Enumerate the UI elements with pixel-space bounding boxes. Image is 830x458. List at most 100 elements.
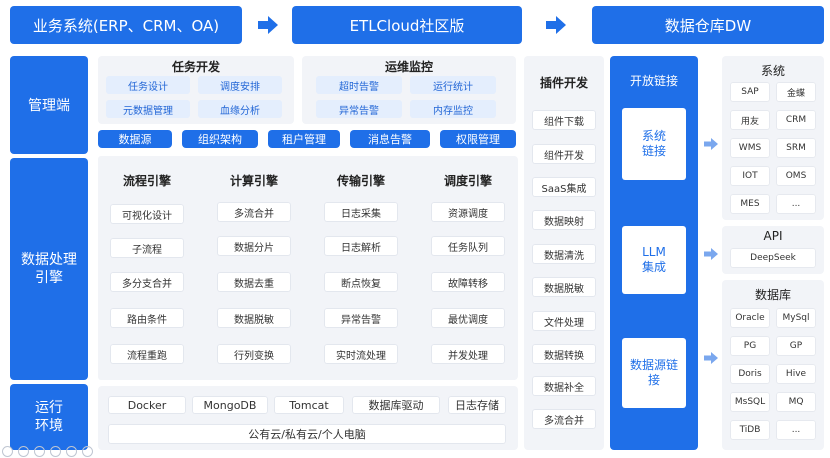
redo-icon[interactable] — [18, 446, 29, 457]
engine-item[interactable]: 日志解析 — [324, 236, 398, 256]
runtime-item[interactable]: Tomcat — [274, 396, 344, 414]
plugin-item[interactable]: 文件处理 — [532, 311, 596, 331]
engine-item[interactable]: 数据去重 — [217, 272, 291, 292]
cloud-bar[interactable]: 公有云/私有云/个人电脑 — [108, 424, 506, 444]
system-item[interactable]: 用友 — [730, 110, 770, 130]
toolbar-icons — [2, 446, 93, 457]
engine-label: 数据处理 引擎 — [10, 158, 88, 380]
ops-monitor-item[interactable]: 异常告警 — [316, 100, 402, 118]
system-item[interactable]: 金蝶 — [776, 82, 816, 102]
engine-item[interactable]: 路由条件 — [110, 308, 184, 328]
system-item[interactable]: MES — [730, 194, 770, 214]
engine-item[interactable]: 实时流处理 — [324, 344, 398, 364]
plugin-item[interactable]: SaaS集成 — [532, 177, 596, 197]
task-dev-title: 任务开发 — [171, 60, 220, 74]
engine-item[interactable]: 故障转移 — [431, 272, 505, 292]
mgmt-bar-item[interactable]: 租户管理 — [268, 130, 340, 148]
task-dev-item[interactable]: 血缘分析 — [198, 100, 282, 118]
system-item[interactable]: IOT — [730, 166, 770, 186]
plugin-item[interactable]: 数据转换 — [532, 344, 596, 364]
mgmt-bar-item[interactable]: 组织架构 — [182, 130, 258, 148]
database-item[interactable]: MySql — [776, 308, 816, 328]
engine-item[interactable]: 异常告警 — [324, 308, 398, 328]
database-item[interactable]: ... — [776, 420, 816, 440]
zoom-in-icon[interactable] — [66, 446, 77, 457]
engine-item[interactable]: 多流合并 — [217, 202, 291, 222]
database-item[interactable]: MQ — [776, 392, 816, 412]
system-item[interactable]: SRM — [776, 138, 816, 158]
database-item[interactable]: MsSQL — [730, 392, 770, 412]
engine-title: 传输引擎 — [336, 174, 385, 188]
api-item[interactable]: DeepSeek — [730, 248, 816, 268]
databases-panel: 数据库 Oracle MySql PG GP Doris Hive MsSQL … — [722, 280, 824, 450]
system-link-block[interactable]: 系统 链接 — [622, 108, 686, 180]
open-link-title: 开放链接 — [629, 74, 678, 88]
plugin-item[interactable]: 数据补全 — [532, 376, 596, 396]
system-item[interactable]: SAP — [730, 82, 770, 102]
engine-title: 计算引擎 — [229, 174, 278, 188]
plugin-item[interactable]: 数据脱敏 — [532, 277, 596, 297]
task-dev-item[interactable]: 任务设计 — [106, 76, 190, 94]
engine-item[interactable]: 子流程 — [110, 238, 184, 258]
task-dev-item[interactable]: 调度安排 — [198, 76, 282, 94]
system-item[interactable]: ... — [776, 194, 816, 214]
source-systems-banner: 业务系统(ERP、CRM、OA) — [10, 6, 242, 44]
ops-monitor-panel: 运维监控 超时告警 运行统计 异常告警 内存监控 — [302, 56, 516, 124]
runtime-label: 运行 环境 — [10, 384, 88, 450]
ops-monitor-item[interactable]: 内存监控 — [410, 100, 496, 118]
plugin-item[interactable]: 多流合并 — [532, 409, 596, 429]
llm-integration-line1: LLM — [642, 245, 666, 259]
plugin-item[interactable]: 组件开发 — [532, 144, 596, 164]
engine-item[interactable]: 多分支合并 — [110, 272, 184, 292]
system-link-line2: 链接 — [641, 144, 666, 158]
fullscreen-icon[interactable] — [82, 446, 93, 457]
system-item[interactable]: CRM — [776, 110, 816, 130]
mgmt-bar-item[interactable]: 权限管理 — [440, 130, 516, 148]
schedule-engine-card: 调度引擎 资源调度 任务队列 故障转移 最优调度 并发处理 — [419, 156, 517, 380]
image-icon[interactable] — [50, 446, 61, 457]
arrow-right-icon — [258, 16, 278, 34]
engine-item[interactable]: 可视化设计 — [110, 204, 184, 224]
plugin-item[interactable]: 数据清洗 — [532, 244, 596, 264]
etlcloud-banner: ETLCloud社区版 — [292, 6, 522, 44]
ops-monitor-item[interactable]: 超时告警 — [316, 76, 402, 94]
task-dev-item[interactable]: 元数据管理 — [106, 100, 190, 118]
undo-icon[interactable] — [2, 446, 13, 457]
datasource-link-block[interactable]: 数据源链 接 — [622, 338, 686, 408]
download-icon[interactable] — [34, 446, 45, 457]
llm-integration-block[interactable]: LLM 集成 — [622, 226, 686, 294]
plugin-item[interactable]: 数据映射 — [532, 210, 596, 230]
system-item[interactable]: OMS — [776, 166, 816, 186]
engine-item[interactable]: 任务队列 — [431, 236, 505, 256]
open-link-panel: 开放链接 系统 链接 LLM 集成 数据源链 接 — [610, 56, 698, 450]
engine-item[interactable]: 行列变换 — [217, 344, 291, 364]
mgmt-bar-item[interactable]: 数据源 — [98, 130, 172, 148]
database-item[interactable]: Oracle — [730, 308, 770, 328]
engine-item[interactable]: 数据分片 — [217, 236, 291, 256]
databases-title: 数据库 — [754, 288, 791, 302]
engine-item[interactable]: 最优调度 — [431, 308, 505, 328]
ops-monitor-item[interactable]: 运行统计 — [410, 76, 496, 94]
engine-label-line2: 引擎 — [35, 270, 63, 286]
data-warehouse-banner: 数据仓库DW — [592, 6, 824, 44]
runtime-item[interactable]: 日志存储 — [448, 396, 506, 414]
plugin-item[interactable]: 组件下载 — [532, 110, 596, 130]
runtime-item[interactable]: MongoDB — [192, 396, 268, 414]
datasource-link-line1: 数据源链 — [629, 358, 678, 372]
system-item[interactable]: WMS — [730, 138, 770, 158]
mgmt-bar-item[interactable]: 消息告警 — [350, 130, 430, 148]
database-item[interactable]: Hive — [776, 364, 816, 384]
database-item[interactable]: Doris — [730, 364, 770, 384]
engine-item[interactable]: 数据脱敏 — [217, 308, 291, 328]
runtime-item[interactable]: 数据库驱动 — [352, 396, 440, 414]
engine-item[interactable]: 日志采集 — [324, 202, 398, 222]
engine-item[interactable]: 断点恢复 — [324, 272, 398, 292]
engine-item[interactable]: 流程重跑 — [110, 344, 184, 364]
engine-item[interactable]: 资源调度 — [431, 202, 505, 222]
database-item[interactable]: PG — [730, 336, 770, 356]
runtime-item[interactable]: Docker — [108, 396, 186, 414]
database-item[interactable]: TiDB — [730, 420, 770, 440]
engine-item[interactable]: 并发处理 — [431, 344, 505, 364]
database-item[interactable]: GP — [776, 336, 816, 356]
engine-label-line1: 数据处理 — [21, 252, 77, 268]
